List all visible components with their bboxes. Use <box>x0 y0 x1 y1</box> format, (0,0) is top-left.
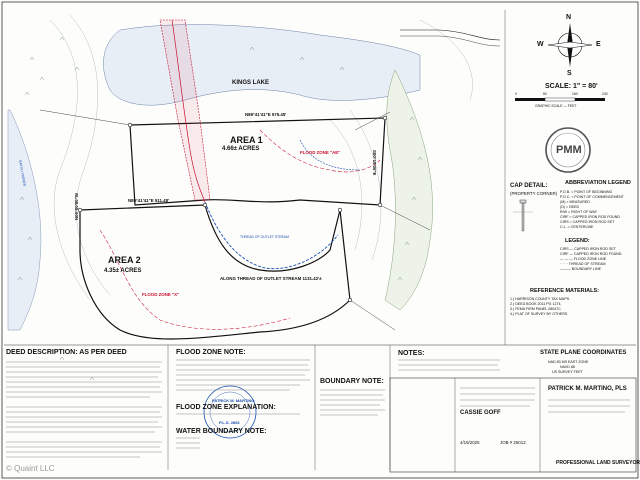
cap-detail-drawing <box>513 199 533 232</box>
title-block-frame <box>389 377 637 473</box>
bearing-mid: N89°41'41"E 511.48' <box>128 198 170 203</box>
refmat-item: 2.) DEED BOOK 2011 PG 1274. <box>510 302 562 306</box>
seal-name: PATRICK M. MARTINO <box>212 398 255 403</box>
flood-zone-note-title: FLOOD ZONE NOTE: <box>176 349 246 356</box>
road-edge <box>400 35 501 47</box>
area2-title: AREA 2 <box>108 255 141 265</box>
scale-tick-240: 240 <box>602 92 608 96</box>
surveyor-seal <box>203 385 257 439</box>
stream-north <box>299 139 361 171</box>
legend-item: ——— BOUNDARY LINE <box>560 267 602 271</box>
spc-line: NAD 83 MS EAST ZONE <box>548 360 589 364</box>
flood-zone-line-2 <box>259 129 381 173</box>
driveway-line <box>171 19 206 203</box>
legend-title: LEGEND: <box>565 238 590 244</box>
scale-tick-160: 160 <box>572 92 578 96</box>
compass-e: E <box>596 41 601 48</box>
deed-description-title: DEED DESCRIPTION: AS PER DEED <box>6 349 127 356</box>
refmat-item: 3.) FEMA FIRM PANEL 28047C. <box>510 307 562 311</box>
abbrev-item: (D) = DEED <box>560 205 580 209</box>
lake-shape <box>103 24 421 106</box>
area1-title: AREA 1 <box>230 135 263 145</box>
kings-lake-label: KINGS LAKE <box>232 80 270 86</box>
north-arrow <box>547 23 593 67</box>
legend-item: · · · · THREAD OF STREAM <box>560 262 606 266</box>
abbrev-item: P.O.B. = POINT OF BEGINNING <box>560 190 613 194</box>
boundary-note-title: BOUNDARY NOTE: <box>320 378 384 385</box>
marsh-symbols <box>17 36 423 381</box>
bearing-top: N89°41'41"E 575.45' <box>245 112 287 117</box>
abbrev-item: CIRF = CAPPED IRON ROD FOUND <box>560 215 621 219</box>
graphic-scale-label: GRAPHIC SCALE — FEET <box>535 104 577 108</box>
surveyor-footer: PROFESSIONAL LAND SURVEYOR <box>556 460 640 466</box>
client-name: CASSIE GOFF <box>460 410 501 416</box>
water-boundary-title: WATER BOUNDARY NOTE: <box>176 428 267 435</box>
compass-s: S <box>567 70 572 77</box>
watermark: © Quaint LLC <box>6 464 55 473</box>
spc-line: NAVD 88 <box>560 365 575 369</box>
legend-item: — — — FLOOD ZONE LINE <box>560 257 607 261</box>
refmat-item: 1.) HARRISON COUNTY TAX MAPS. <box>510 297 571 301</box>
abbrev-title: ABBREVIATION LEGEND <box>565 180 631 186</box>
refmat-title: REFERENCE MATERIALS: <box>530 288 599 294</box>
job-number: JOB # 25012 <box>500 440 526 445</box>
surveyor-name: PATRICK M. MARTINO, PLS <box>548 386 627 392</box>
survey-date: 4/15/2025 <box>460 440 480 445</box>
seal-license: P.L.S. 2806 <box>219 420 240 425</box>
property-corners <box>77 115 388 303</box>
spc-title: STATE PLANE COORDINATES <box>540 350 627 356</box>
pmm-monogram: PMM <box>556 144 582 156</box>
thread-label: THREAD OF OUTLET STREAM <box>240 235 289 239</box>
adjoiner-lines <box>39 109 431 331</box>
abbrev-item: (M) = MEASURED <box>560 200 590 204</box>
abbrev-item: CIRS = CAPPED IRON ROD SET <box>560 220 615 224</box>
area1-acres: 4.66± ACRES <box>222 146 260 152</box>
outlet-stream <box>204 201 339 270</box>
legend-item: CIRS — CAPPED IRON ROD SET <box>560 247 616 251</box>
legend-item: CIRF — CAPPED IRON ROD FOUND <box>560 252 622 256</box>
scale-tick-80: 80 <box>543 92 547 96</box>
cap-detail-sub: (PROPERTY CORNER) <box>510 191 558 196</box>
bearing-stream: ALONG THREAD OF OUTLET STREAM 1131.42'± <box>220 276 322 281</box>
area2-boundary <box>79 204 351 340</box>
abbrev-item: R/W = RIGHT OF WAY <box>560 210 597 214</box>
compass-w: W <box>537 41 544 48</box>
east-wetland <box>384 69 433 311</box>
scale-label: SCALE: 1" = 80' <box>545 83 598 90</box>
notes-title: NOTES: <box>398 350 425 357</box>
road-centerline <box>400 29 501 41</box>
flood-zone-x-label: FLOOD ZONE "X" <box>142 292 180 297</box>
area2-acres: 4.35± ACRES <box>104 268 142 274</box>
spc-line: US SURVEY FEET <box>552 370 583 374</box>
compass-n: N <box>566 14 572 21</box>
refmat-item: 4.) PLAT OF SURVEY BY OTHERS. <box>510 312 569 316</box>
flood-zone-line <box>99 229 291 330</box>
scale-tick-0: 0 <box>515 92 517 96</box>
abbrev-item: C.L. = CENTERLINE <box>560 225 594 229</box>
access-easement <box>159 19 211 201</box>
flood-zone-ae-label: FLOOD ZONE "AE" <box>300 150 341 155</box>
pmm-logo <box>545 127 591 173</box>
graphic-scale-bar <box>515 97 605 102</box>
cap-detail-title: CAP DETAIL: <box>510 183 548 189</box>
west-bayou <box>7 109 42 331</box>
abbrev-item: P.O.C. = POINT OF COMMENCEMENT <box>560 195 624 199</box>
flood-zone-expl-title: FLOOD ZONE EXPLANATION: <box>176 404 276 411</box>
